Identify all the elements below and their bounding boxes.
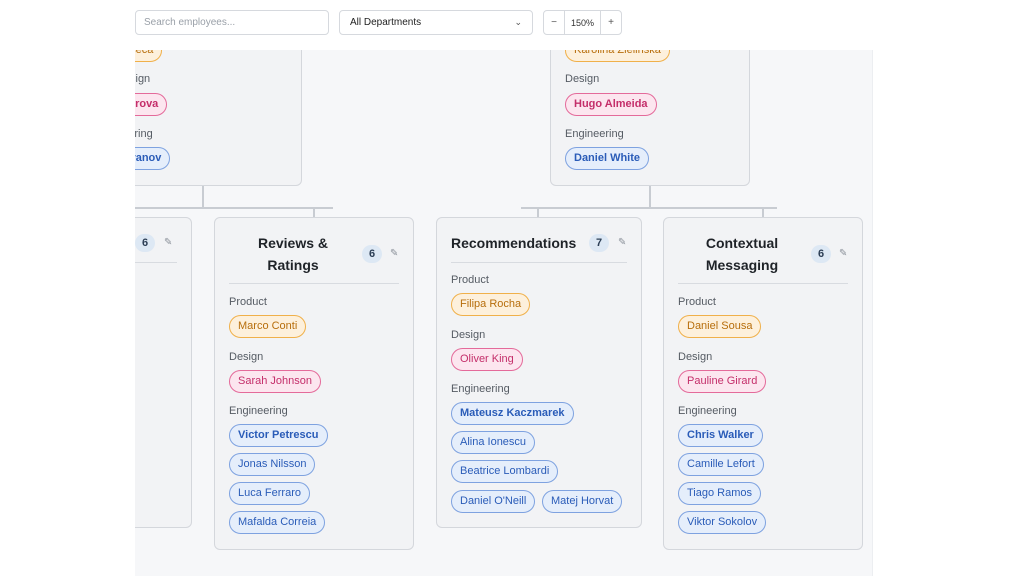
edit-icon[interactable]: ✎ bbox=[618, 237, 627, 248]
zoom-out-button[interactable]: − bbox=[551, 17, 557, 28]
employee-chip[interactable]: Marco Conti bbox=[229, 315, 307, 338]
department-label-design: Design bbox=[229, 351, 264, 363]
edit-icon[interactable]: ✎ bbox=[839, 248, 848, 259]
employee-chip[interactable]: ta Fonseca bbox=[135, 50, 163, 62]
team-card-reviews-ratings[interactable]: Reviews & Ratings 6 ✎ Product Marco Cont… bbox=[214, 217, 414, 550]
employee-chip[interactable]: Oliver King bbox=[451, 348, 523, 371]
connector-line bbox=[521, 207, 777, 209]
team-title: Reviews & Ratings bbox=[229, 232, 357, 276]
connector-line bbox=[135, 207, 333, 209]
connector-line bbox=[649, 186, 651, 208]
employee-chip[interactable]: Tiago Ramos bbox=[678, 482, 762, 505]
employee-chip[interactable]: Mateusz Kaczmarek bbox=[451, 402, 574, 425]
employee-chip[interactable]: Beatrice Lombardi bbox=[451, 460, 559, 483]
employee-chip[interactable]: Chris Walker bbox=[678, 424, 763, 447]
team-title: Recommendations bbox=[451, 235, 577, 251]
employee-chip[interactable]: Alina Ionescu bbox=[451, 431, 536, 454]
department-label-design: Design bbox=[678, 351, 713, 363]
department-label-product: Product bbox=[451, 274, 489, 286]
employee-chip[interactable]: Mafalda Correia bbox=[229, 511, 326, 534]
employee-chip[interactable]: Victor Petrescu bbox=[229, 424, 328, 447]
toolbar: All Departments ⌄ − 150% + bbox=[0, 0, 1024, 50]
department-filter-value: All Departments bbox=[350, 17, 422, 28]
org-chart-canvas[interactable]: ta Fonseca sign ina Petrova Engineering … bbox=[135, 50, 872, 576]
department-label-engineering: Engineering bbox=[678, 405, 737, 417]
member-count-badge: 7 bbox=[589, 234, 609, 252]
connector-line bbox=[537, 207, 539, 217]
card-header bbox=[451, 218, 627, 263]
department-filter-select[interactable]: All Departments ⌄ bbox=[339, 10, 533, 35]
member-count-badge: 6 bbox=[362, 245, 382, 263]
parent-card-right[interactable]: Karolina Zielińska Design Hugo Almeida E… bbox=[550, 50, 750, 186]
employee-chip[interactable]: Filipa Rocha bbox=[451, 293, 531, 316]
search-input[interactable] bbox=[135, 10, 329, 35]
team-title-line: Messaging bbox=[705, 257, 779, 273]
employee-chip[interactable]: Daniel Sousa bbox=[678, 315, 762, 338]
department-label-product: Product bbox=[229, 296, 267, 308]
employee-chip[interactable]: lexei Ivanov bbox=[135, 147, 171, 170]
canvas-edge bbox=[872, 50, 873, 576]
connector-line bbox=[202, 186, 204, 208]
card-header bbox=[135, 218, 177, 263]
department-label: Design bbox=[565, 73, 600, 85]
team-title-line: Reviews & bbox=[257, 235, 329, 251]
team-card[interactable]: 6 ✎ bbox=[135, 217, 192, 528]
connector-line bbox=[313, 207, 315, 217]
card-header bbox=[678, 218, 848, 284]
employee-chip[interactable]: Daniel O'Neill bbox=[451, 490, 536, 513]
team-title-line: Contextual bbox=[705, 235, 779, 251]
chevron-down-icon: ⌄ bbox=[514, 17, 522, 27]
employee-chip[interactable]: Camille Lefort bbox=[678, 453, 764, 476]
card-header bbox=[229, 218, 399, 284]
employee-chip[interactable]: Pauline Girard bbox=[678, 370, 767, 393]
department-label-product: Product bbox=[678, 296, 716, 308]
department-label: Engineering bbox=[565, 128, 624, 140]
member-count-badge: 6 bbox=[811, 245, 831, 263]
parent-card-left[interactable]: ta Fonseca sign ina Petrova Engineering … bbox=[135, 50, 302, 186]
zoom-in-button[interactable]: + bbox=[608, 17, 614, 28]
team-title-line: Ratings bbox=[267, 257, 319, 273]
employee-chip[interactable]: Karolina Zielińska bbox=[565, 50, 670, 62]
employee-chip[interactable]: Daniel White bbox=[565, 147, 650, 170]
employee-chip[interactable]: Hugo Almeida bbox=[565, 93, 657, 116]
employee-chip[interactable]: ina Petrova bbox=[135, 93, 168, 116]
employee-chip[interactable]: Jonas Nilsson bbox=[229, 453, 316, 476]
edit-icon[interactable]: ✎ bbox=[390, 248, 399, 259]
member-count-badge: 6 bbox=[135, 234, 155, 252]
department-label-engineering: Engineering bbox=[229, 405, 288, 417]
team-title: Contextual Messaging bbox=[678, 232, 806, 276]
department-label: sign bbox=[135, 73, 151, 85]
department-label-engineering: Engineering bbox=[451, 383, 510, 395]
employee-chip[interactable]: Sarah Johnson bbox=[229, 370, 321, 393]
employee-chip[interactable]: Luca Ferraro bbox=[229, 482, 310, 505]
team-card-contextual-messaging[interactable]: Contextual Messaging 6 ✎ Product Daniel … bbox=[663, 217, 863, 550]
team-card-recommendations[interactable]: Recommendations 7 ✎ Product Filipa Rocha… bbox=[436, 217, 642, 528]
employee-chip[interactable]: Viktor Sokolov bbox=[678, 511, 767, 534]
department-label: Engineering bbox=[135, 128, 153, 140]
employee-chip[interactable]: Matej Horvat bbox=[542, 490, 623, 513]
zoom-control: − 150% + bbox=[543, 10, 622, 35]
zoom-level: 150% bbox=[564, 11, 601, 34]
connector-line bbox=[762, 207, 764, 217]
department-label-design: Design bbox=[451, 329, 486, 341]
edit-icon[interactable]: ✎ bbox=[164, 237, 173, 248]
